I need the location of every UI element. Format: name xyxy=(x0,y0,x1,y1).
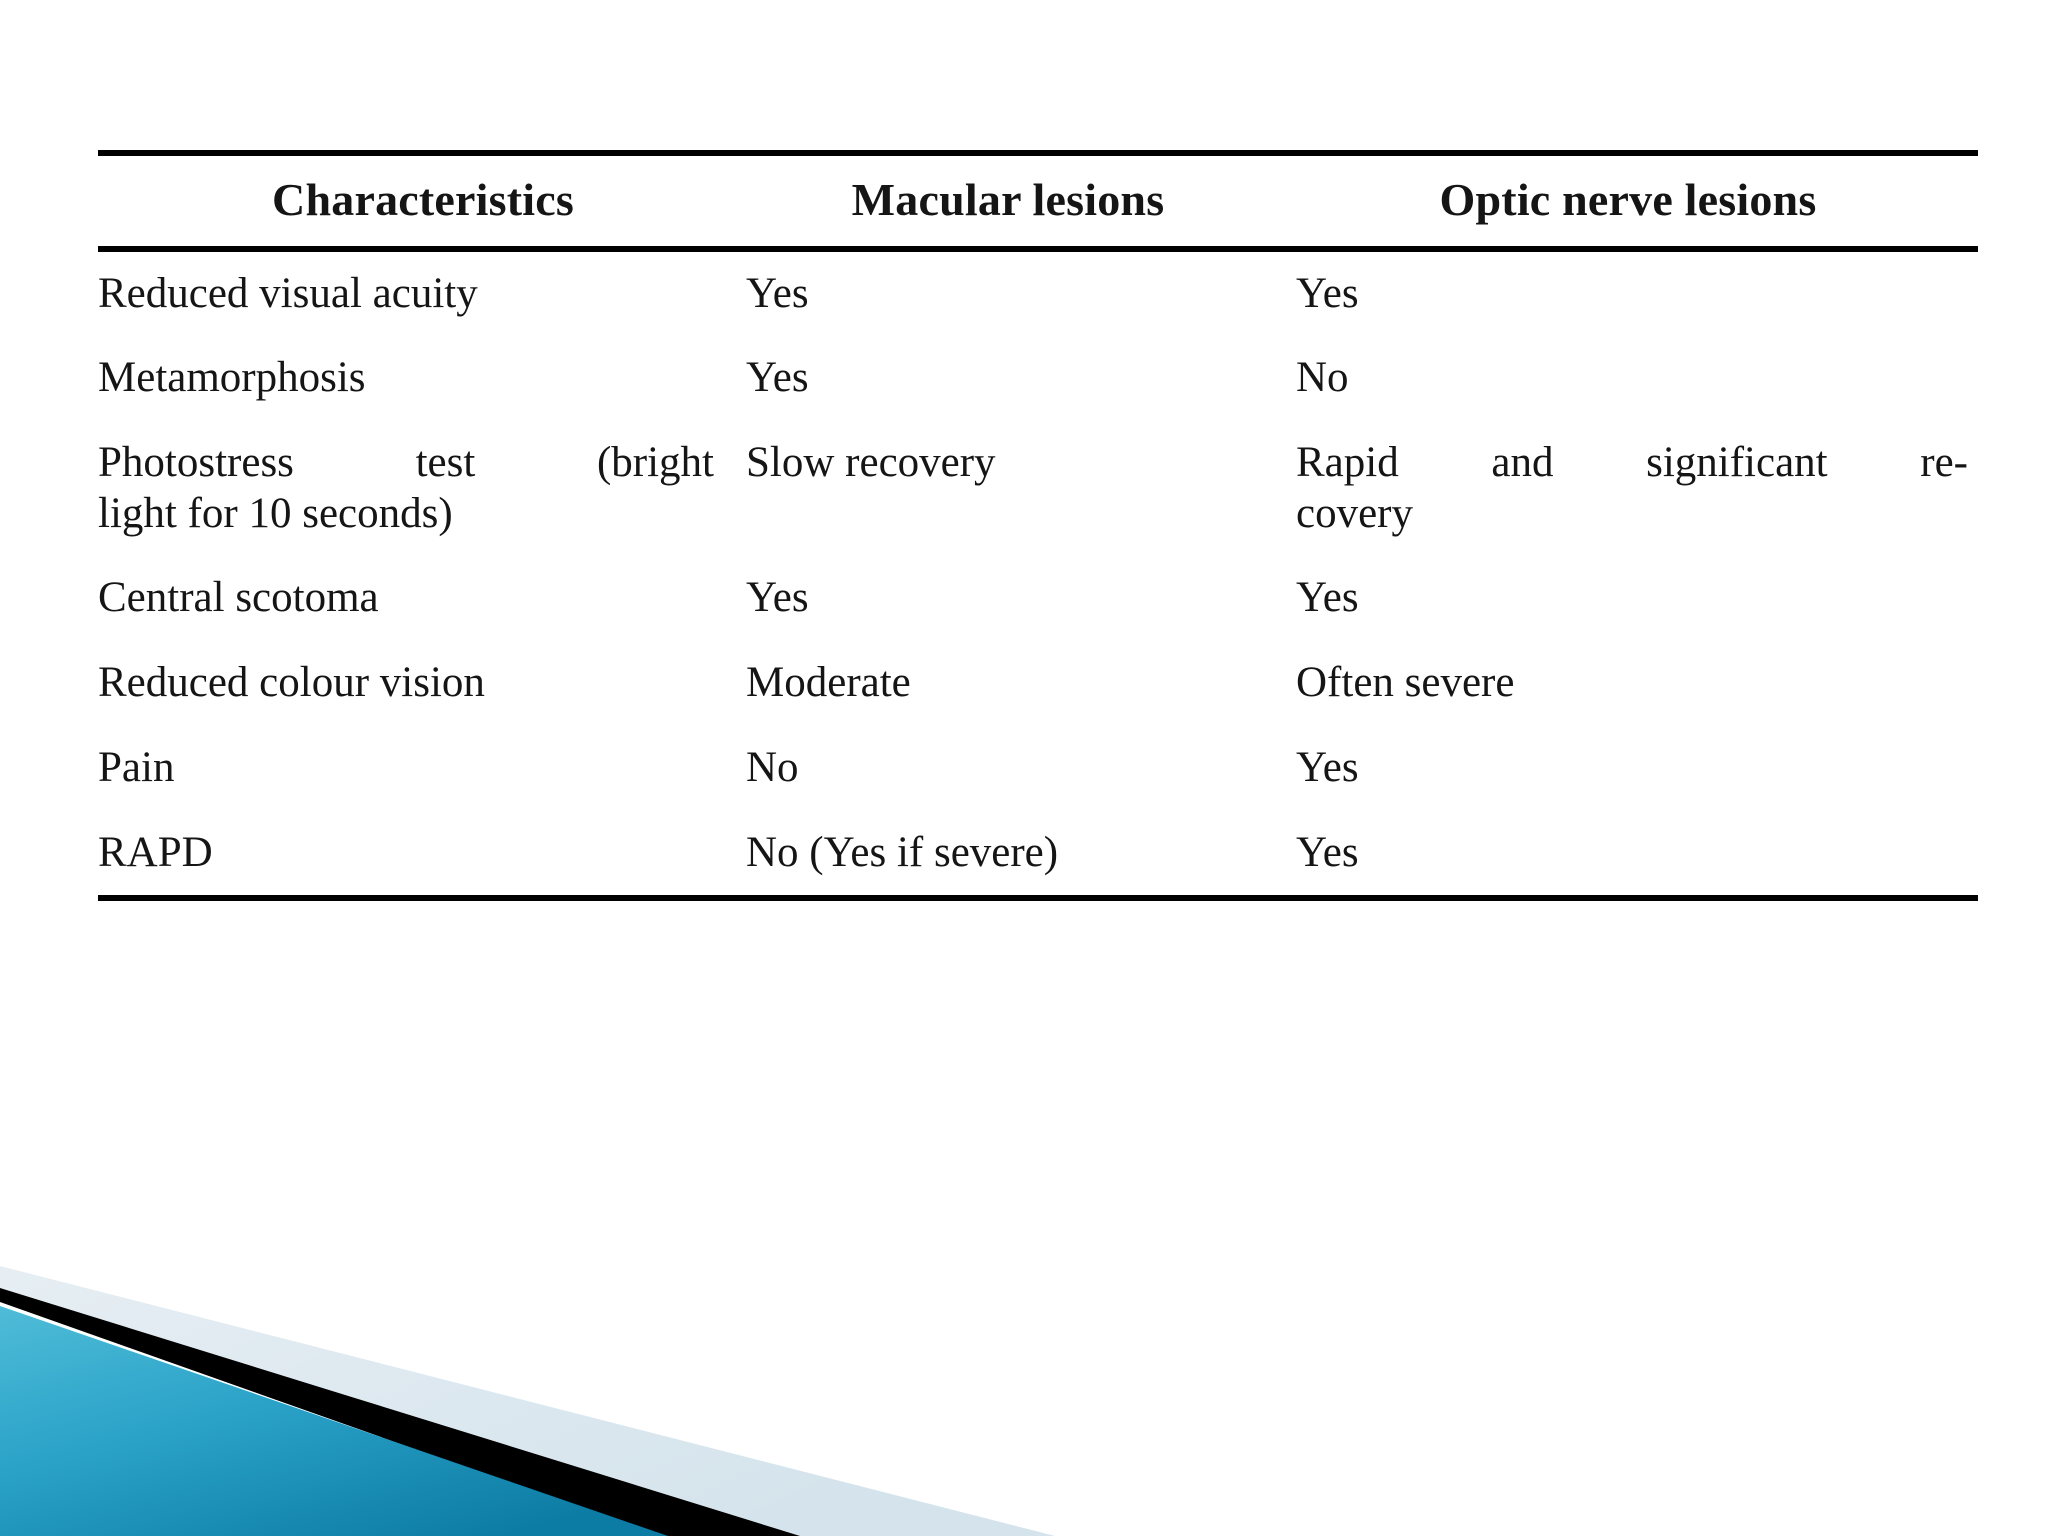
cell-characteristic-line-2: light for 10 seconds) xyxy=(98,489,453,537)
cell-macular: No xyxy=(746,743,799,791)
cell-optic: Rapid and significant re- covery xyxy=(1278,421,1978,556)
column-header-optic-nerve-lesions: Optic nerve lesions xyxy=(1278,150,1978,252)
cell-macular: Moderate xyxy=(746,659,911,707)
cell-characteristic: RAPD xyxy=(98,810,738,902)
cell-optic: Yes xyxy=(1296,269,1359,317)
table-row: Photostress test (bright light for 10 se… xyxy=(98,421,1978,556)
column-header-macular-lesions: Macular lesions xyxy=(738,150,1278,252)
cell-characteristic: Pain xyxy=(98,743,175,791)
cell-macular: Yes xyxy=(746,574,809,622)
cell-macular: No (Yes if severe) xyxy=(738,810,1278,902)
comparison-table-container: Characteristics Macular lesions Optic ne… xyxy=(98,150,1978,902)
cell-optic: No xyxy=(1296,354,1349,402)
table-header-row: Characteristics Macular lesions Optic ne… xyxy=(98,150,1978,252)
column-header-characteristics: Characteristics xyxy=(98,150,738,252)
cell-characteristic-line-1: Photostress test (bright xyxy=(98,438,714,486)
black-stripe-shape xyxy=(0,1288,800,1536)
table-row: Reduced visual acuity Yes Yes xyxy=(98,249,1978,337)
cell-characteristic: Central scotoma xyxy=(98,574,379,622)
table-row: Reduced colour vision Moderate Often sev… xyxy=(98,641,1978,726)
cell-optic: Yes xyxy=(1296,743,1359,791)
cell-characteristic: Photostress test (bright light for 10 se… xyxy=(98,421,738,556)
table-row: Pain No Yes xyxy=(98,726,1978,811)
comparison-table: Characteristics Macular lesions Optic ne… xyxy=(98,150,1978,902)
table-row: Metamorphosis Yes No xyxy=(98,336,1978,421)
table-head: Characteristics Macular lesions Optic ne… xyxy=(98,150,1978,252)
cell-characteristic: Metamorphosis xyxy=(98,354,366,402)
cell-macular-text: Slow recovery xyxy=(746,438,996,486)
cell-optic: Yes xyxy=(1296,574,1359,622)
cell-optic: Often severe xyxy=(1296,659,1515,707)
cell-optic: Yes xyxy=(1278,810,1978,902)
cell-optic-line-1: Rapid and significant re- xyxy=(1296,438,1968,486)
cell-optic-line-2: covery xyxy=(1296,489,1413,537)
table-row: RAPD No (Yes if severe) Yes xyxy=(98,810,1978,902)
pale-band-shape xyxy=(0,1266,1055,1536)
cell-macular: Yes xyxy=(746,269,809,317)
table-body: Reduced visual acuity Yes Yes Metamorpho… xyxy=(98,249,1978,902)
cell-characteristic: Reduced visual acuity xyxy=(98,269,478,317)
cell-characteristic: Reduced colour vision xyxy=(98,659,485,707)
cell-macular: Yes xyxy=(746,354,809,402)
bottom-left-corner-graphic xyxy=(0,1266,1055,1536)
table-row: Central scotoma Yes Yes xyxy=(98,556,1978,641)
cell-macular: Slow recovery xyxy=(738,421,1278,556)
teal-wedge-shape xyxy=(0,1306,668,1536)
